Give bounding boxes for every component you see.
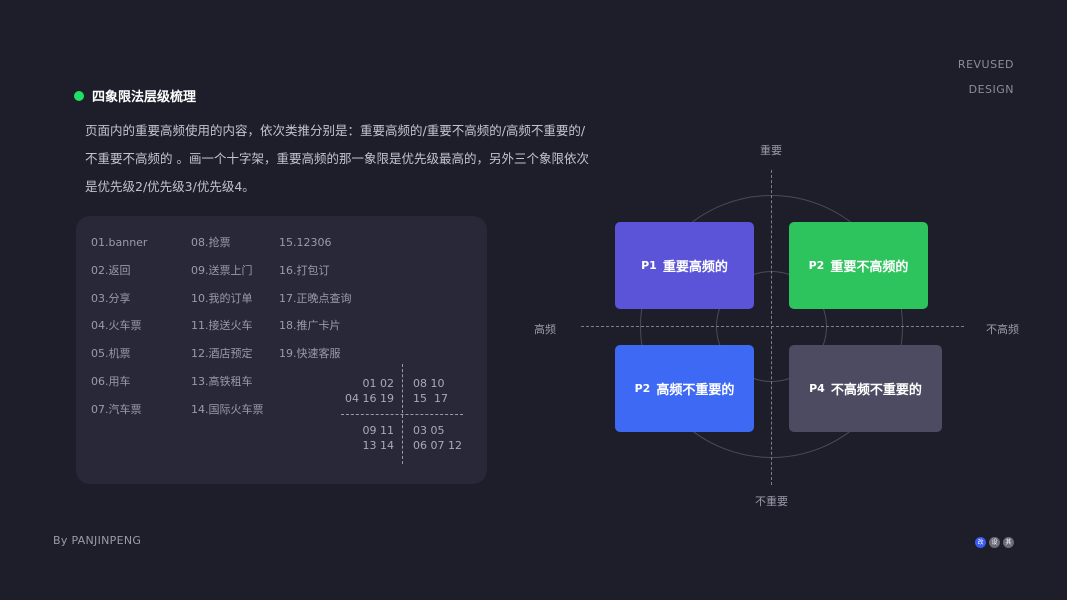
list-item: 07.汽车票 (91, 402, 142, 416)
quadrant-label: 重要高频的 (662, 260, 728, 275)
list-item: 05.机票 (91, 347, 131, 361)
quadrant-p4-card: P4 不高频不重要的 (789, 345, 942, 432)
frequency-axis-line (581, 326, 964, 327)
mini-quadrant-line: 13 14 (362, 439, 395, 452)
quadrant-tag: P2 (634, 382, 651, 395)
list-item: 14.国际火车票 (191, 402, 264, 416)
list-item: 13.高铁租车 (191, 374, 253, 388)
badge-icon: 设 (989, 537, 1000, 548)
list-item: 02.返回 (91, 263, 131, 277)
quadrant-p1-card: P1 重要高频的 (615, 222, 754, 309)
mini-quadrant-top-left: 01 02 04 16 19 (345, 376, 394, 406)
section-heading: 四象限法层级梳理 (74, 86, 196, 105)
list-item: 12.酒店预定 (191, 347, 253, 361)
mini-quadrant-line: 04 16 19 (345, 392, 394, 405)
mini-quadrant-bottom-right: 03 05 06 07 12 (413, 423, 462, 453)
list-item: 17.正晚点查询 (279, 291, 352, 305)
mini-quadrant-line: 01 02 (362, 377, 395, 390)
importance-axis-line (771, 170, 772, 485)
list-item: 18.推广卡片 (279, 319, 341, 333)
brand-line-1: REVUSED (957, 58, 1014, 71)
list-item: 06.用车 (91, 374, 131, 388)
badge-icon: 其 (1003, 537, 1014, 548)
axis-label-right: 不高频 (986, 323, 1019, 336)
list-item: 11.接送火车 (191, 319, 253, 333)
quadrant-tag: P1 (641, 259, 657, 272)
list-item: 08.抢票 (191, 236, 231, 249)
quadrant-tag: P2 (808, 259, 825, 272)
mini-quadrant-line: 06 07 12 (413, 439, 462, 452)
quadrant-label: 重要不高频的 (830, 260, 909, 275)
mini-quadrant-line: 08 10 (413, 377, 445, 390)
mini-quadrant-line: 03 05 (413, 424, 445, 437)
section-description: 页面内的重要高频使用的内容，依次类推分别是：重要高频的/重要不高频的/高频不重要… (85, 123, 589, 194)
mini-quadrant-top-right: 08 10 15 17 (413, 376, 448, 406)
list-item: 10.我的订单 (191, 291, 253, 305)
list-item: 16.打包订 (279, 263, 330, 277)
axis-label-top: 重要 (760, 144, 782, 157)
list-item: 15.12306 (279, 236, 332, 249)
list-item: 09.送票上门 (191, 263, 253, 277)
list-item: 03.分享 (91, 291, 131, 305)
brand-line-2: DESIGN (968, 83, 1014, 96)
quadrant-tag: P4 (809, 382, 825, 395)
quadrant-p2-card: P2 重要不高频的 (789, 222, 928, 309)
list-item: 04.火车票 (91, 319, 142, 333)
bullet-dot-icon (74, 90, 84, 101)
mini-matrix-horizontal-axis (341, 414, 463, 415)
badge-icon: 改 (975, 537, 986, 548)
quadrant-label: 高频不重要的 (656, 383, 735, 398)
axis-label-left: 高频 (534, 323, 556, 336)
quadrant-p3-card: P2 高频不重要的 (615, 345, 754, 432)
mini-quadrant-line: 15 17 (413, 392, 448, 405)
content-list-panel: 01.banner 02.返回 03.分享 04.火车票 05.机票 06.用车… (76, 216, 487, 484)
list-item: 01.banner (91, 236, 148, 249)
list-column-2: 08.抢票 09.送票上门 10.我的订单 11.接送火车 12.酒店预定 13… (191, 234, 264, 429)
brand-mark: REVUSED DESIGN (958, 52, 1014, 102)
axis-label-bottom: 不重要 (755, 495, 788, 508)
mini-quadrant-line: 09 11 (362, 424, 395, 437)
section-title: 四象限法层级梳理 (92, 90, 197, 105)
quadrant-label: 不高频不重要的 (830, 383, 922, 398)
author-credit: By PANJINPENG (53, 534, 142, 547)
list-column-1: 01.banner 02.返回 03.分享 04.火车票 05.机票 06.用车… (91, 234, 147, 429)
badge-group: 改 设 其 (975, 537, 1014, 548)
list-column-3: 15.12306 16.打包订 17.正晚点查询 18.推广卡片 19.快速客服 (279, 234, 352, 373)
mini-quadrant-bottom-left: 09 11 13 14 (363, 423, 395, 453)
list-item: 19.快速客服 (279, 347, 341, 361)
